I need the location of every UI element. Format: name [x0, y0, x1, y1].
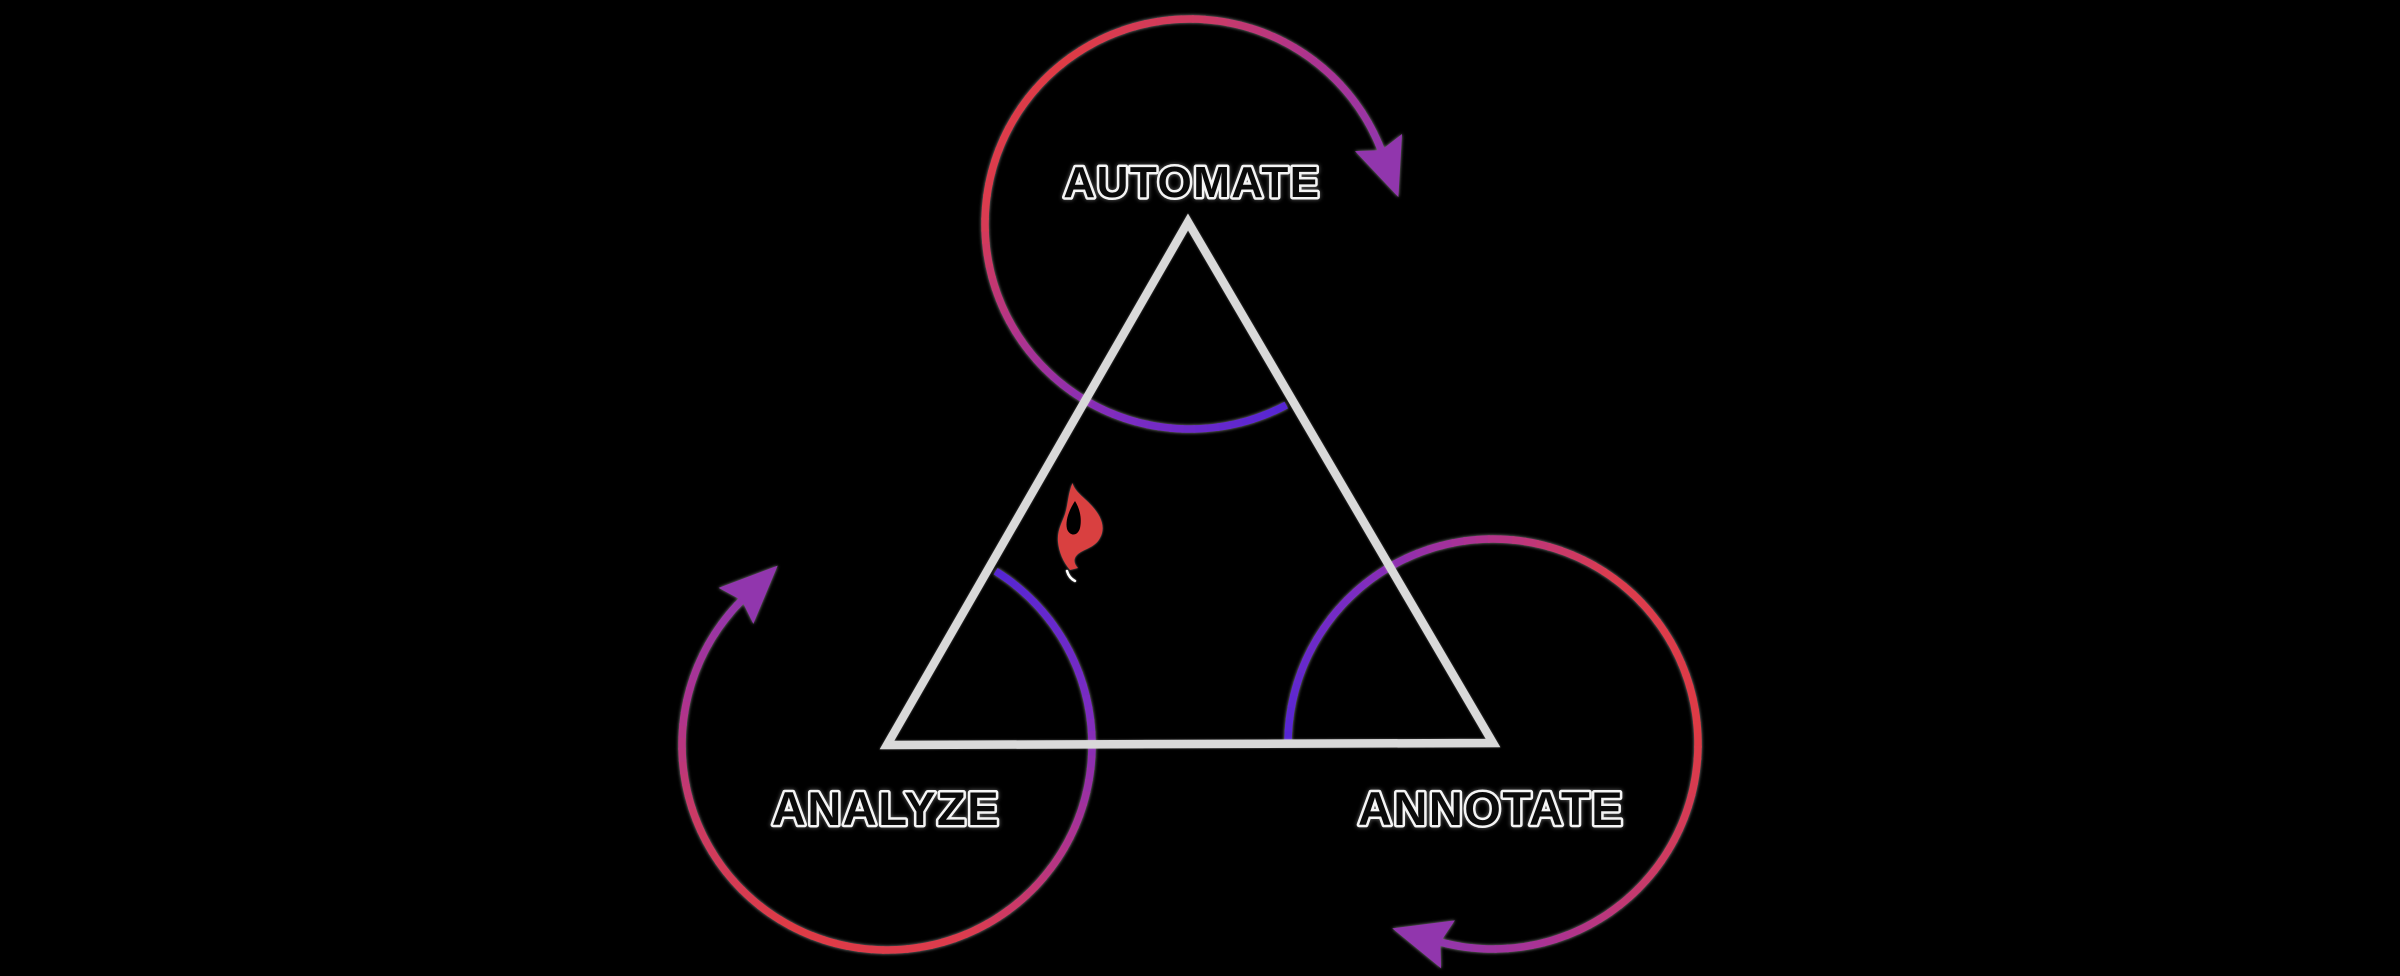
- arc-segment: [1450, 537, 1467, 547]
- arc-segment: [1575, 921, 1592, 935]
- arc-segment: [1684, 792, 1696, 809]
- arc-segment: [1634, 876, 1650, 893]
- arc-segment: [1660, 628, 1675, 645]
- arc-segment: [1591, 561, 1608, 576]
- arc-segment: [1287, 692, 1298, 709]
- arc-segment: [1284, 717, 1294, 733]
- arc-segment: [1682, 672, 1694, 689]
- arc-segment: [1692, 757, 1702, 773]
- arc-segment: [1564, 926, 1581, 940]
- arc-segment: [1535, 539, 1552, 551]
- arc-segment: [1569, 550, 1586, 564]
- arc-segment: [1625, 885, 1642, 901]
- arc-segment: [1586, 915, 1603, 929]
- arc-segment: [1457, 942, 1473, 952]
- arc-segment: [1313, 625, 1328, 642]
- arc-segment: [1675, 815, 1689, 832]
- arc-segment: [1693, 720, 1702, 736]
- arc-segment: [1335, 596, 1351, 613]
- triangle: [879, 213, 1501, 750]
- arc-segment: [1638, 599, 1654, 616]
- arc-segment: [1494, 944, 1510, 953]
- arc-segment: [1642, 867, 1658, 884]
- arc-segment: [1606, 901, 1623, 917]
- arc-segment: [1518, 941, 1534, 952]
- arc-segment: [1653, 618, 1669, 635]
- arc-segment: [1307, 635, 1321, 652]
- arc-segment: [1657, 847, 1672, 865]
- arc-segment: [1672, 649, 1686, 667]
- arc-segment: [1530, 938, 1546, 950]
- arc-segment: [1343, 588, 1360, 604]
- annotate-cycle-arrow: [1284, 535, 1702, 969]
- arc-segment: [1469, 943, 1485, 953]
- automate-label: AUTOMATE: [1063, 158, 1320, 207]
- automate-cycle-arrow: [981, 15, 1403, 433]
- arc-segment: [1290, 680, 1302, 697]
- arc-segment: [1445, 939, 1461, 951]
- arc-segment: [1327, 605, 1343, 622]
- analyze-label: ANALYZE: [772, 782, 1000, 835]
- arc-segment: [1677, 661, 1690, 678]
- arc-segment: [1596, 908, 1613, 923]
- arc-segment: [1506, 943, 1522, 953]
- analyze-arrowhead: [718, 565, 778, 624]
- flame-spark: [1065, 569, 1077, 583]
- arc-segment: [1511, 536, 1527, 546]
- arc-segment: [1580, 555, 1597, 570]
- arc-segment: [1690, 769, 1701, 785]
- arc-segment: [1646, 608, 1662, 625]
- arc-segment: [1438, 539, 1455, 550]
- arc-segment: [1601, 568, 1618, 583]
- arc-segment: [1693, 745, 1702, 761]
- arc-segment: [1285, 704, 1296, 721]
- automate-arrowhead: [1355, 134, 1403, 198]
- arc-segment: [1685, 684, 1697, 701]
- labels: AUTOMATE ANALYZE ANNOTATE: [769, 156, 1625, 838]
- arc-segment: [1541, 935, 1558, 947]
- arc-segment: [1616, 893, 1633, 909]
- cycle-arrows: [678, 15, 1702, 969]
- arc-segment: [1650, 857, 1666, 874]
- arc-segment: [1666, 639, 1681, 656]
- arc-segment: [1426, 541, 1443, 554]
- arc-segment: [1462, 535, 1478, 545]
- arc-segment: [1499, 535, 1515, 544]
- arc-segment: [1371, 566, 1388, 581]
- arc-segment: [1475, 535, 1490, 544]
- arc-segment: [1680, 804, 1693, 821]
- arc-segment: [1553, 931, 1570, 944]
- arc-segment: [1361, 572, 1378, 588]
- arc-segment: [1352, 580, 1369, 596]
- arc-segment: [1629, 590, 1646, 607]
- arc-segment: [1664, 837, 1678, 854]
- arc-segment: [1523, 537, 1540, 548]
- arc-segment: [1302, 646, 1316, 663]
- arc-segment: [1611, 575, 1628, 590]
- arc-segment: [1558, 546, 1575, 559]
- analyze-cycle-arrow: [678, 565, 1096, 954]
- arc-segment: [1546, 542, 1563, 555]
- arc-segment: [1403, 549, 1420, 563]
- arc-segment: [1620, 582, 1637, 598]
- arc-segment: [1320, 615, 1335, 632]
- arc-segment: [1670, 826, 1684, 843]
- arc-segment: [1415, 545, 1432, 558]
- flame-icon: [1057, 483, 1103, 583]
- arc-segment: [1688, 696, 1700, 712]
- flame-inner-cutout: [1066, 501, 1081, 535]
- arc-segment: [1687, 781, 1699, 797]
- arc-segment: [1297, 657, 1310, 674]
- annotate-label: ANNOTATE: [1358, 782, 1624, 835]
- annotate-arrowhead: [1392, 920, 1455, 969]
- arc-segment: [1691, 708, 1701, 724]
- arc-segment: [1392, 554, 1409, 568]
- arc-segment: [1293, 669, 1306, 686]
- triangle-outline: [879, 213, 1501, 750]
